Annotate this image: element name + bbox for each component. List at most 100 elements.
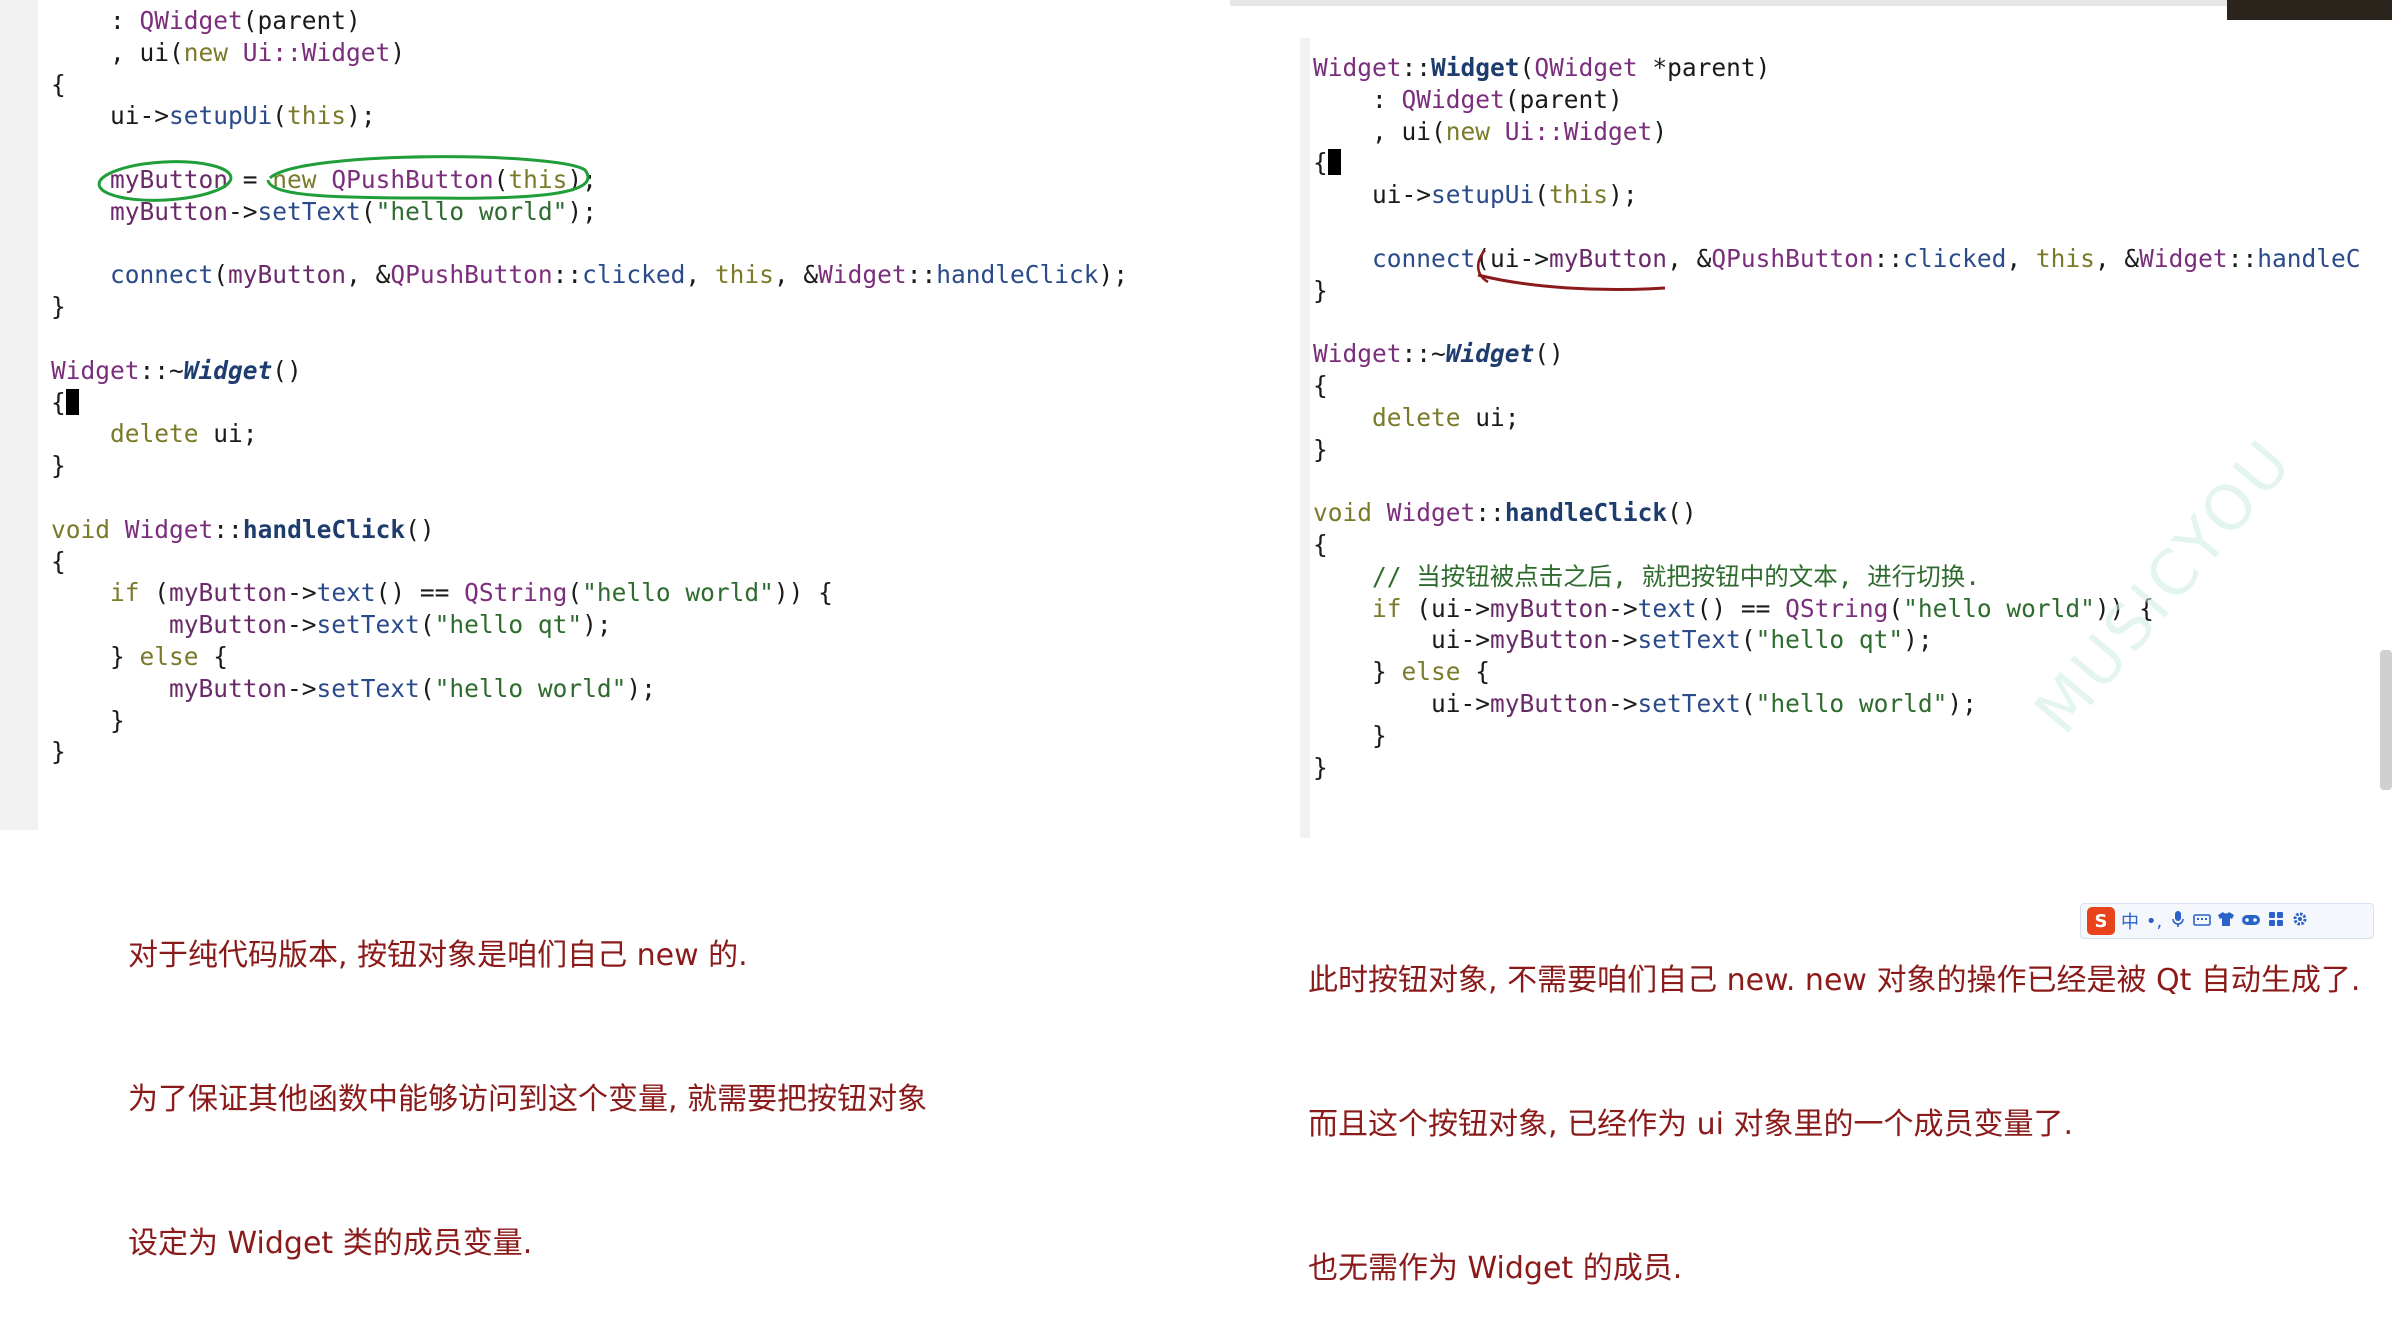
code-token: ( — [567, 578, 583, 608]
code-token: ); — [626, 673, 656, 703]
code-token: this — [2035, 243, 2095, 273]
code-token: Widget — [1445, 339, 1535, 369]
code-token: this — [1549, 180, 1609, 210]
code-token: () == — [1696, 593, 1786, 623]
circle-new-qpushbutton-annotation — [266, 155, 590, 200]
code-token: } — [51, 737, 66, 767]
right-code-editor[interactable]: Widget::Widget(QWidget *parent) : QWidge… — [1313, 52, 2380, 783]
code-token: delete — [1372, 402, 1461, 432]
language-toggle[interactable]: 中 — [2121, 912, 2139, 933]
code-token: ( — [1888, 593, 1904, 623]
code-token: // 当按钮被点击之后, 就把按钮中的文本, 进行切换. — [1372, 561, 1981, 591]
mic-icon[interactable] — [2169, 910, 2187, 933]
code-token: } — [51, 292, 66, 322]
code-token: () == — [375, 578, 465, 608]
code-token: () — [1534, 339, 1564, 369]
right-note-line-1: 此时按钮对象, 不需要咱们自己 new. new 对象的操作已经是被 Qt 自动… — [1308, 963, 2361, 998]
code-line: } — [1313, 720, 2380, 752]
code-line: , ui(new Ui::Widget) — [1313, 116, 2380, 148]
gamepad-icon[interactable] — [2241, 911, 2261, 932]
code-token: : — [51, 6, 140, 35]
code-token: setupUi — [169, 101, 273, 131]
code-token: -> — [287, 610, 317, 640]
code-token: ( — [1740, 688, 1756, 718]
code-line: ui->myButton->setText("hello qt"); — [1313, 624, 2380, 656]
code-line: ui->setupUi(this); — [1313, 179, 2380, 211]
code-token: setText — [1637, 688, 1741, 718]
code-token: Ui::Widget — [242, 37, 391, 67]
code-token: Ui::Widget — [1504, 116, 1653, 146]
code-token: { — [1313, 529, 1328, 559]
code-token: connect — [1372, 243, 1476, 273]
keyboard-icon[interactable] — [2193, 911, 2211, 932]
right-note-line-3: 也无需作为 Widget 的成员. — [1308, 1251, 1683, 1286]
code-token: myButton — [1490, 593, 1609, 623]
code-token: Widget — [1431, 53, 1520, 82]
code-line: : QWidget(parent) — [51, 5, 1128, 37]
code-token: setText — [257, 196, 361, 226]
code-token: handleClick — [936, 260, 1099, 290]
code-token: , & — [2094, 243, 2140, 273]
code-token: setupUi — [1431, 180, 1535, 210]
code-token: )) { — [2094, 593, 2154, 623]
code-line: void Widget::handleClick() — [51, 514, 1128, 546]
code-token: { — [198, 641, 229, 671]
code-token: () — [405, 514, 435, 544]
code-token: , ui( — [51, 37, 184, 67]
code-token: Widget — [1313, 339, 1402, 369]
left-note-line-2: 为了保证其他函数中能够访问到这个变量, 就需要把按钮对象 — [128, 1082, 928, 1117]
code-line: : QWidget(parent) — [1313, 84, 2380, 116]
code-line: } — [51, 736, 1128, 768]
gear-icon[interactable] — [2291, 911, 2309, 932]
code-line: { — [1313, 370, 2380, 402]
code-token: *parent) — [1637, 53, 1771, 82]
left-note-line-1: 对于纯代码版本, 按钮对象是咱们自己 new 的. — [128, 938, 748, 973]
code-token: setText — [1637, 625, 1741, 655]
code-line: } — [1313, 434, 2380, 466]
code-line: void Widget::handleClick() — [1313, 497, 2380, 529]
code-token: if — [1372, 593, 1402, 623]
code-token: :: — [1401, 53, 1432, 82]
code-token: myButton — [228, 260, 347, 290]
code-token: myButton — [1549, 243, 1668, 273]
code-token: new — [183, 37, 229, 67]
code-token: "hello qt" — [1755, 625, 1904, 655]
code-token: : — [1313, 84, 1402, 114]
code-line: ui->myButton->setText("hello world"); — [1313, 688, 2380, 720]
code-line: delete ui; — [51, 418, 1128, 450]
left-note-line-3: 设定为 Widget 类的成员变量. — [128, 1226, 533, 1261]
code-token: ui-> — [1313, 180, 1432, 210]
code-token: ); — [1098, 260, 1128, 290]
vertical-scrollbar[interactable] — [2380, 650, 2392, 790]
code-line: Widget::~Widget() — [1313, 338, 2380, 370]
code-token: this — [508, 164, 568, 194]
code-token: { — [51, 387, 66, 417]
code-token: } — [1313, 275, 1328, 305]
code-token: -> — [287, 673, 317, 703]
code-token: :: — [552, 260, 583, 290]
code-token: -> — [228, 196, 258, 226]
code-line: , ui(new Ui::Widget) — [51, 37, 1128, 69]
left-code-editor[interactable]: : QWidget(parent) , ui(new Ui::Widget){ … — [51, 5, 1128, 768]
sogou-logo-icon[interactable]: S — [2087, 907, 2115, 935]
grid-icon[interactable] — [2267, 911, 2285, 932]
code-token: } — [1313, 657, 1402, 687]
code-line: { — [51, 69, 1128, 101]
code-token: ::~ — [139, 355, 184, 385]
code-token: QPushButton — [331, 164, 494, 194]
shirt-icon[interactable] — [2217, 911, 2235, 932]
code-token: text — [316, 578, 376, 608]
ime-toolbar[interactable]: S 中 •, — [2080, 903, 2374, 939]
code-token: else — [1401, 657, 1461, 687]
code-token: } — [51, 641, 140, 671]
code-token: ); — [567, 196, 597, 226]
code-token: :: — [1873, 243, 1904, 273]
code-token: QPushButton — [1711, 243, 1874, 273]
code-line: connect(myButton, &QPushButton::clicked,… — [51, 259, 1128, 291]
code-token: { — [1313, 148, 1328, 178]
code-token: Widget — [51, 355, 140, 385]
code-line: } else { — [51, 641, 1128, 673]
right-note-line-2: 而且这个按钮对象, 已经作为 ui 对象里的一个成员变量了. — [1308, 1107, 2074, 1142]
punctuation-toggle[interactable]: •, — [2145, 910, 2163, 932]
code-line: if (myButton->text() == QString("hello w… — [51, 577, 1128, 609]
